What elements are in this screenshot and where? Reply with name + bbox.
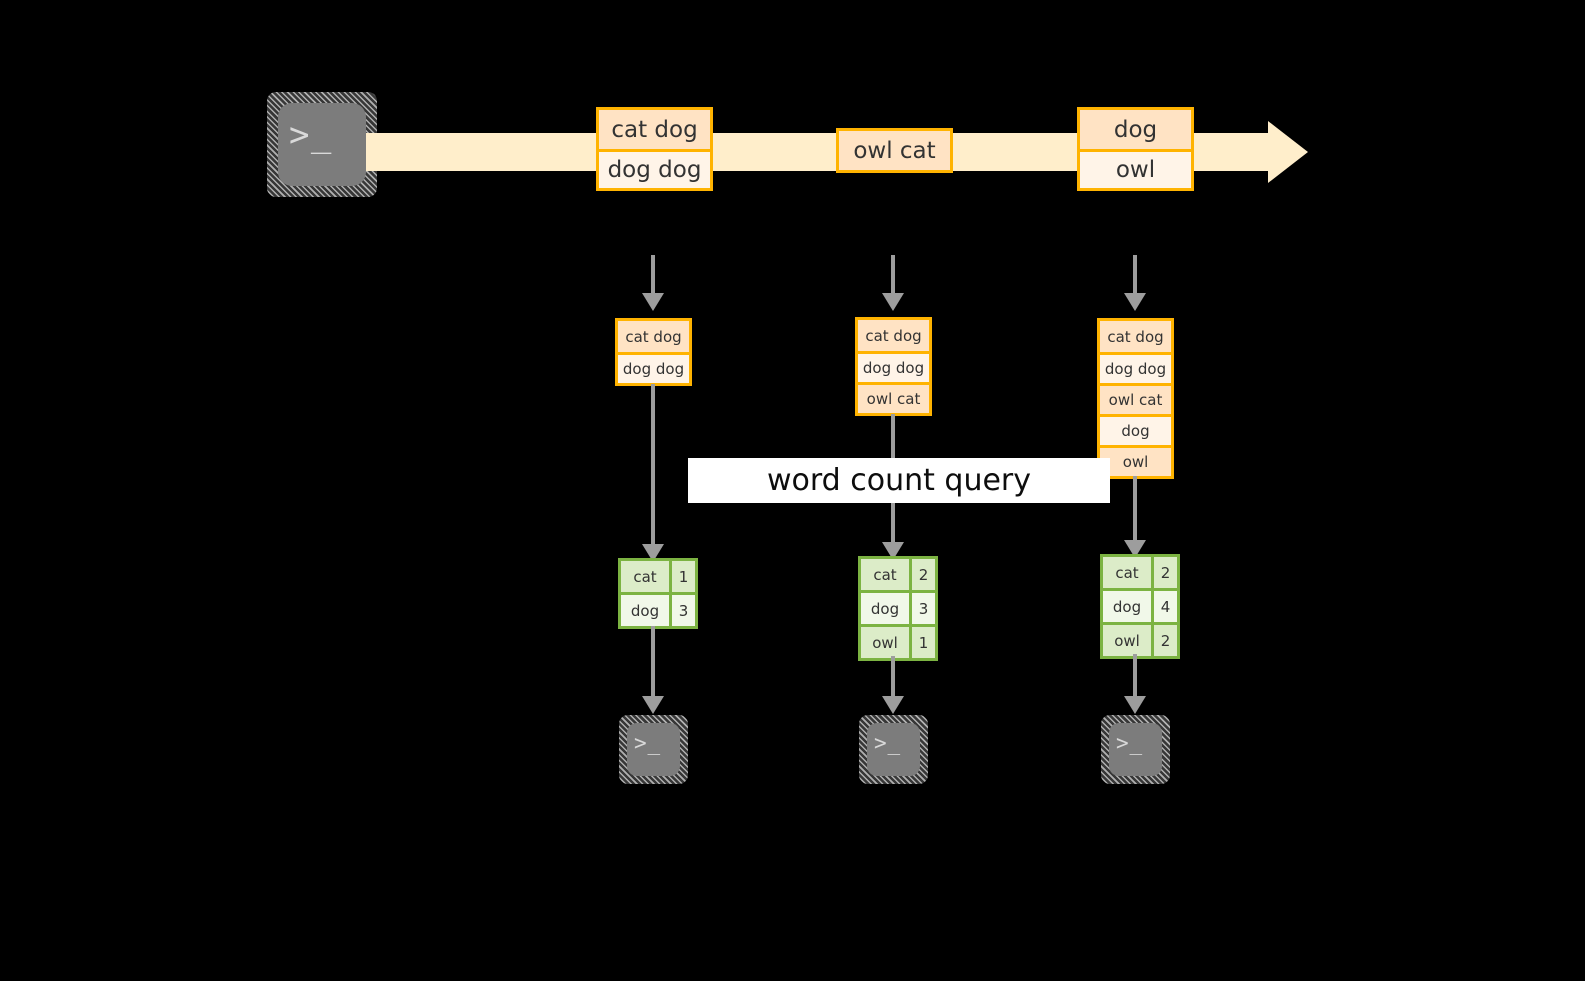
terminal-prompt-glyph: >_ [289,115,333,155]
terminal-prompt-glyph: >_ [634,731,661,755]
count-cell: 1 [909,627,935,658]
word-cell: cat [621,561,669,592]
word-cell: owl [861,627,909,658]
source-terminal-icon: >_ [267,92,377,197]
result-table[interactable]: cat 2 dog 4 owl 2 [1100,554,1180,659]
snapshot-tap-arrowhead [1124,293,1146,311]
sink-flow-arrowhead [642,696,664,714]
message-line: dog [1080,110,1191,149]
stream-message[interactable]: dog owl [1077,107,1194,191]
snapshot-input-line: owl cat [1100,383,1171,414]
snapshot-input-line: dog dog [618,352,689,383]
count-cell: 4 [1151,591,1177,622]
message-line: owl [1080,149,1191,188]
word-cell: dog [621,595,669,626]
sink-flow-arrowhead [882,696,904,714]
query-flow-arrowhead [642,544,664,562]
count-cell: 3 [669,595,695,626]
sink-terminal-icon: >_ [859,715,928,784]
snapshot-input-line: dog dog [858,351,929,382]
word-cell: owl [1103,625,1151,656]
terminal-prompt-glyph: >_ [1116,731,1143,755]
sink-terminal-icon: >_ [619,715,688,784]
icon-face [627,723,680,776]
snapshot-input-line: dog dog [1100,352,1171,383]
result-table[interactable]: cat 1 dog 3 [618,558,698,629]
word-cell: cat [1103,557,1151,588]
message-line: cat dog [599,110,710,149]
terminal-prompt-glyph: >_ [874,731,901,755]
icon-face [1109,723,1162,776]
table-row: dog 3 [861,590,935,624]
count-cell: 2 [909,559,935,590]
message-line: owl cat [839,131,950,170]
count-cell: 3 [909,593,935,624]
table-row: owl 1 [861,624,935,658]
sink-flow-line [891,656,895,698]
query-flow-line [651,384,655,552]
message-line: dog dog [599,149,710,188]
query-flow-arrowhead [882,542,904,560]
icon-face [867,723,920,776]
snapshot-input-box[interactable]: cat dog dog dog [615,318,692,386]
query-banner: word count query [688,458,1110,503]
sink-flow-arrowhead [1124,696,1146,714]
snapshot-input-line: cat dog [618,321,689,352]
stream-arrow-head [1268,121,1308,183]
stream-message[interactable]: cat dog dog dog [596,107,713,191]
count-cell: 1 [669,561,695,592]
word-cell: dog [1103,591,1151,622]
snapshot-tap-line [1133,255,1137,295]
snapshot-input-line: owl [1100,445,1171,476]
snapshot-input-line: cat dog [1100,321,1171,352]
word-cell: cat [861,559,909,590]
snapshot-tap-arrowhead [642,293,664,311]
query-flow-arrowhead [1124,540,1146,558]
snapshot-input-box[interactable]: cat dog dog dog owl cat [855,317,932,416]
count-cell: 2 [1151,625,1177,656]
table-row: dog 3 [621,592,695,626]
table-row: dog 4 [1103,588,1177,622]
query-flow-line [1133,476,1137,548]
sink-terminal-icon: >_ [1101,715,1170,784]
word-cell: dog [861,593,909,624]
stream-message[interactable]: owl cat [836,128,953,173]
snapshot-tap-arrowhead [882,293,904,311]
snapshot-input-line: owl cat [858,382,929,413]
table-row: cat 2 [1103,557,1177,588]
query-banner-label: word count query [766,463,1032,498]
snapshot-input-line: dog [1100,414,1171,445]
snapshot-tap-line [891,255,895,295]
table-row: cat 2 [861,559,935,590]
sink-flow-line [1133,654,1137,698]
snapshot-input-box[interactable]: cat dog dog dog owl cat dog owl [1097,318,1174,479]
snapshot-tap-line [651,255,655,295]
result-table[interactable]: cat 2 dog 3 owl 1 [858,556,938,661]
snapshot-input-line: cat dog [858,320,929,351]
table-row: cat 1 [621,561,695,592]
table-row: owl 2 [1103,622,1177,656]
icon-face [278,103,366,186]
count-cell: 2 [1151,557,1177,588]
sink-flow-line [651,626,655,698]
